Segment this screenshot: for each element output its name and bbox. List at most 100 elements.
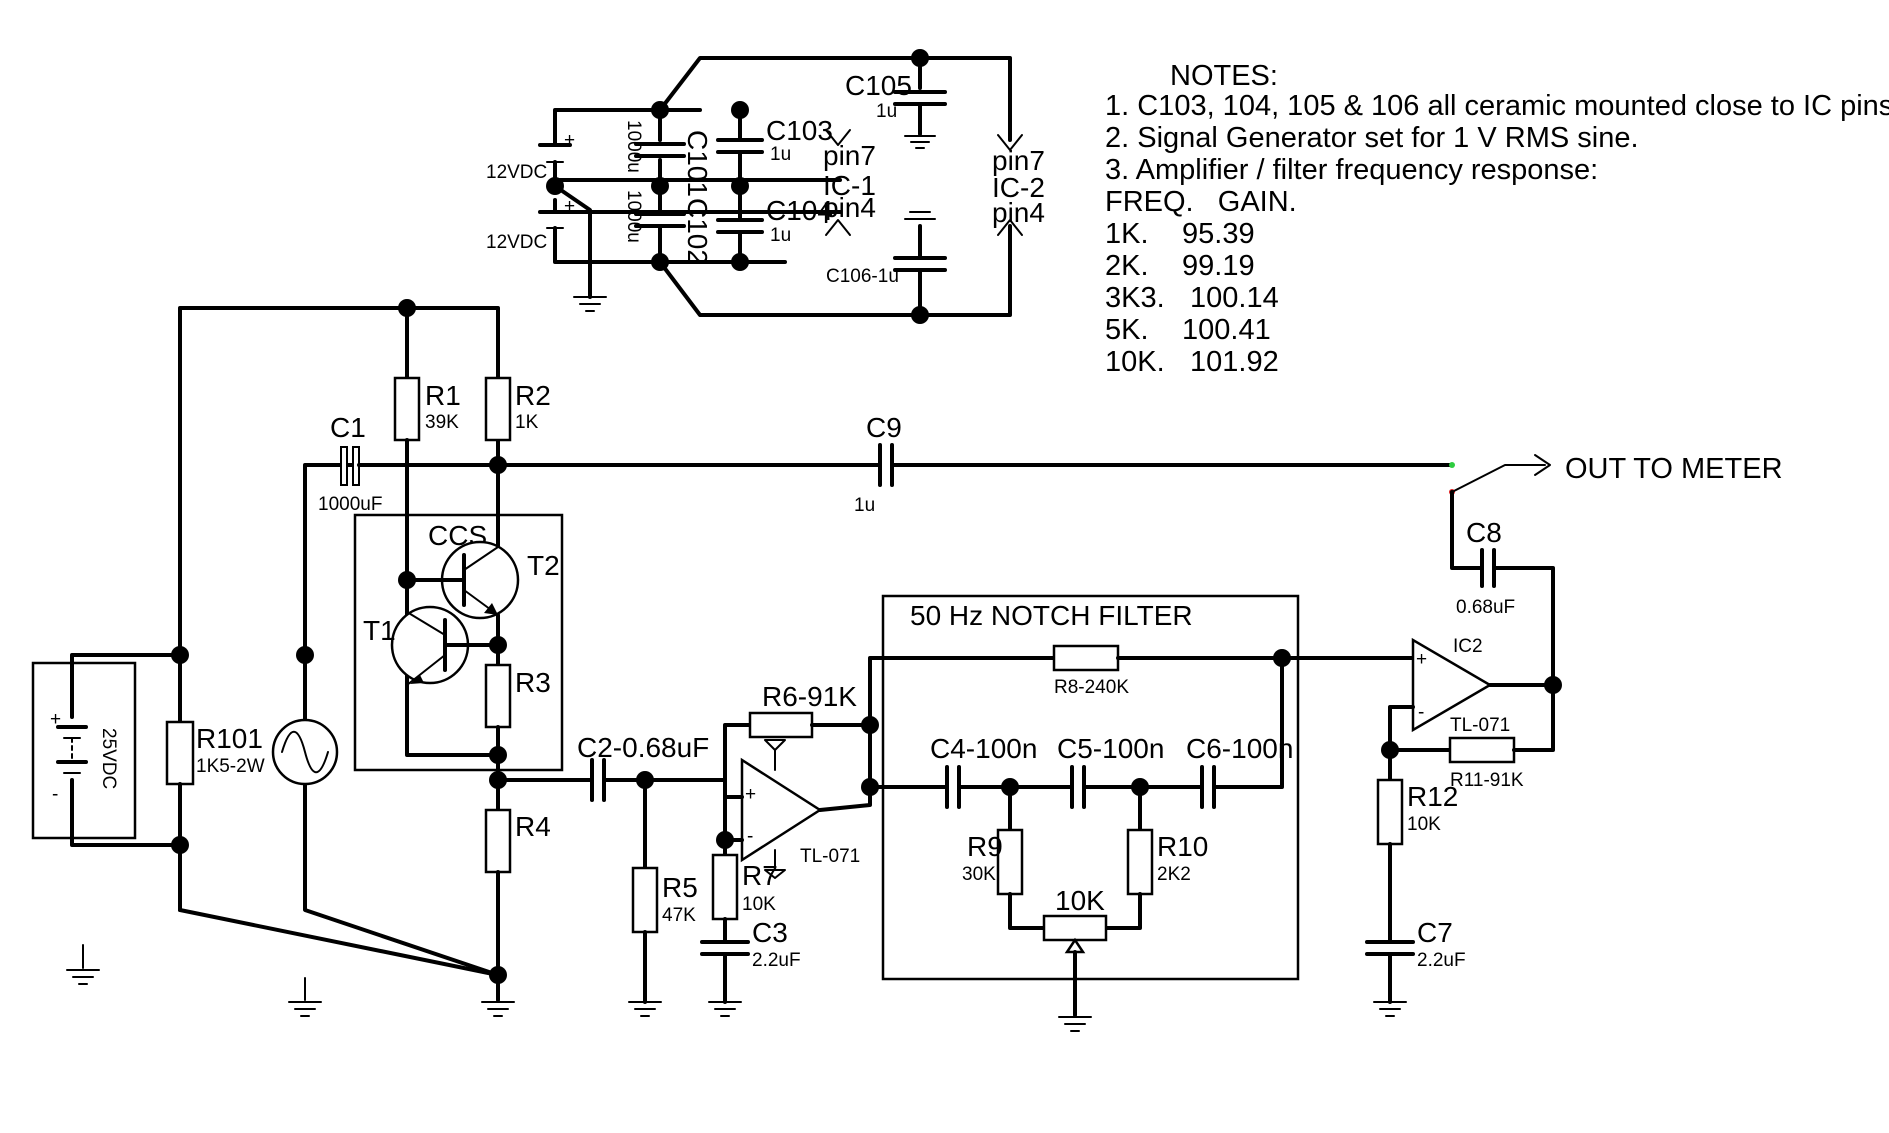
c8-wire: [1450, 490, 1482, 570]
junction-dot: [651, 177, 669, 195]
r101-value: 1K5-2W: [196, 756, 265, 777]
r101-label: R101: [196, 723, 263, 754]
r9-wire: [1008, 892, 1046, 930]
c101-label: C101: [682, 130, 713, 197]
r4-resistor: [484, 808, 512, 874]
gain-table-freq: 3K3.: [1105, 282, 1165, 314]
t1-emitter-arrow: [410, 675, 424, 684]
r3-label: R3: [515, 667, 551, 698]
ground-symbol: [1373, 1001, 1407, 1017]
notch-filter-title: 50 Hz NOTCH FILTER: [910, 600, 1193, 631]
junction-dot: [171, 836, 189, 854]
c104-value: 1u: [770, 225, 791, 246]
c4-label: C4-100n: [930, 733, 1037, 764]
opamp1-label: TL-071: [800, 846, 860, 867]
battery-plus-sign: +: [564, 196, 575, 217]
notes-title: NOTES:: [1170, 60, 1278, 92]
r7-resistor: [711, 853, 739, 921]
opamp1-supply-arrow: [764, 849, 786, 879]
r7-value: 10K: [742, 894, 776, 915]
pot-label: 10K: [1055, 885, 1105, 916]
output-arrow-icon: [1534, 454, 1551, 476]
ic2-opamp-label: TL-071: [1450, 715, 1510, 736]
junction-dot: [731, 253, 749, 271]
c101-value: 1000u: [623, 120, 644, 173]
ic1-pin4-label: pin4: [823, 192, 876, 223]
battery-plus-sign: +: [50, 709, 61, 730]
c5-label: C5-100n: [1057, 733, 1164, 764]
c103-value: 1u: [770, 144, 791, 165]
notch-wire: [1214, 656, 1284, 789]
c9-value: 1u: [854, 495, 875, 516]
gain-table-header: FREQ. GAIN.: [1105, 186, 1297, 218]
r12-label: R12: [1407, 781, 1458, 812]
c3-value: 2.2uF: [752, 950, 801, 971]
siggen-wire: [303, 463, 357, 722]
c1-label: C1: [330, 412, 366, 443]
r7-label: R7: [742, 860, 778, 891]
gain-table-freq: 5K.: [1105, 314, 1149, 346]
opamp1-supply-arrow: [764, 739, 786, 771]
c101-capacitor: [634, 142, 686, 158]
ground-symbol: [628, 1001, 662, 1017]
r5-resistor: [631, 866, 659, 934]
battery-plus-sign: +: [564, 130, 575, 151]
amplifier-stage: C2-0.68uF R5 47K + - TL-071 R6-91K R7 10…: [496, 681, 879, 1017]
battery-25v-symbol: [56, 725, 88, 774]
ground-symbol: [66, 944, 100, 985]
notch-filter-section: 50 Hz NOTCH FILTER R8-240K C4-100n C5-10…: [868, 594, 1300, 1032]
junction-dot: [489, 636, 507, 654]
ic2-label: IC2: [1453, 636, 1483, 657]
r10-value: 2K2: [1157, 864, 1191, 885]
c8-value: 0.68uF: [1456, 597, 1515, 618]
r12-value: 10K: [1407, 814, 1441, 835]
ccs-frame: [353, 513, 564, 772]
c103-label: C103: [766, 115, 833, 146]
supply-wire-plus: [658, 56, 1012, 142]
gain-table-freq: 10K.: [1105, 346, 1165, 378]
output-switch-arm[interactable]: [1451, 464, 1546, 493]
junction-dot: [398, 299, 416, 317]
battery1-voltage-label: 12VDC: [486, 162, 547, 183]
notes-block: NOTES: 1. C103, 104, 105 & 106 all ceram…: [1105, 60, 1889, 378]
c3-label: C3: [752, 917, 788, 948]
ic2-label: IC-2: [992, 172, 1045, 203]
ground-symbol: [288, 977, 322, 1017]
gain-table-freq: 2K.: [1105, 250, 1149, 282]
r9-resistor: [996, 828, 1024, 896]
power-supply-section: + + 12VDC 12VDC 1000u C101: [486, 49, 1045, 324]
t1-emitter: [406, 654, 446, 686]
r2-value: 1K: [515, 412, 539, 433]
junction-dot: [489, 746, 507, 764]
c105-label: C105: [845, 70, 912, 101]
junction-dot: [296, 646, 314, 664]
out-to-meter-label: OUT TO METER: [1565, 453, 1783, 485]
gain-table-gain: 100.14: [1190, 282, 1279, 314]
r12-resistor: [1376, 778, 1404, 846]
ground-symbol: [1058, 1016, 1092, 1032]
c104-capacitor: [716, 218, 764, 234]
r5-label: R5: [662, 872, 698, 903]
t2-label: T2: [527, 550, 560, 581]
r2-resistor: [484, 376, 512, 442]
r1-label: R1: [425, 380, 461, 411]
c106-capacitor: [893, 211, 947, 272]
gain-table-gain: 101.92: [1190, 346, 1279, 378]
junction-dot: [489, 456, 507, 474]
r8-resistor: [1052, 644, 1120, 672]
c6-capacitor: [1200, 765, 1216, 809]
c103-capacitor: [716, 138, 764, 154]
sine-wave-icon: [281, 731, 329, 774]
c2-capacitor: [590, 758, 606, 802]
t2-collector: [463, 546, 499, 571]
switch-contact-green: [1449, 462, 1455, 468]
pot-10k-resistor: [1042, 914, 1108, 942]
junction-dot: [731, 101, 749, 119]
ic2-pin7-label: pin7: [992, 145, 1045, 176]
supply-rail-top: [178, 306, 500, 657]
c5-capacitor: [1070, 765, 1086, 809]
battery-frame: [31, 661, 137, 840]
c2-label: C2-0.68uF: [577, 732, 709, 763]
ic1-label: IC-1: [823, 170, 876, 201]
gain-table-gain: 95.39: [1182, 218, 1255, 250]
